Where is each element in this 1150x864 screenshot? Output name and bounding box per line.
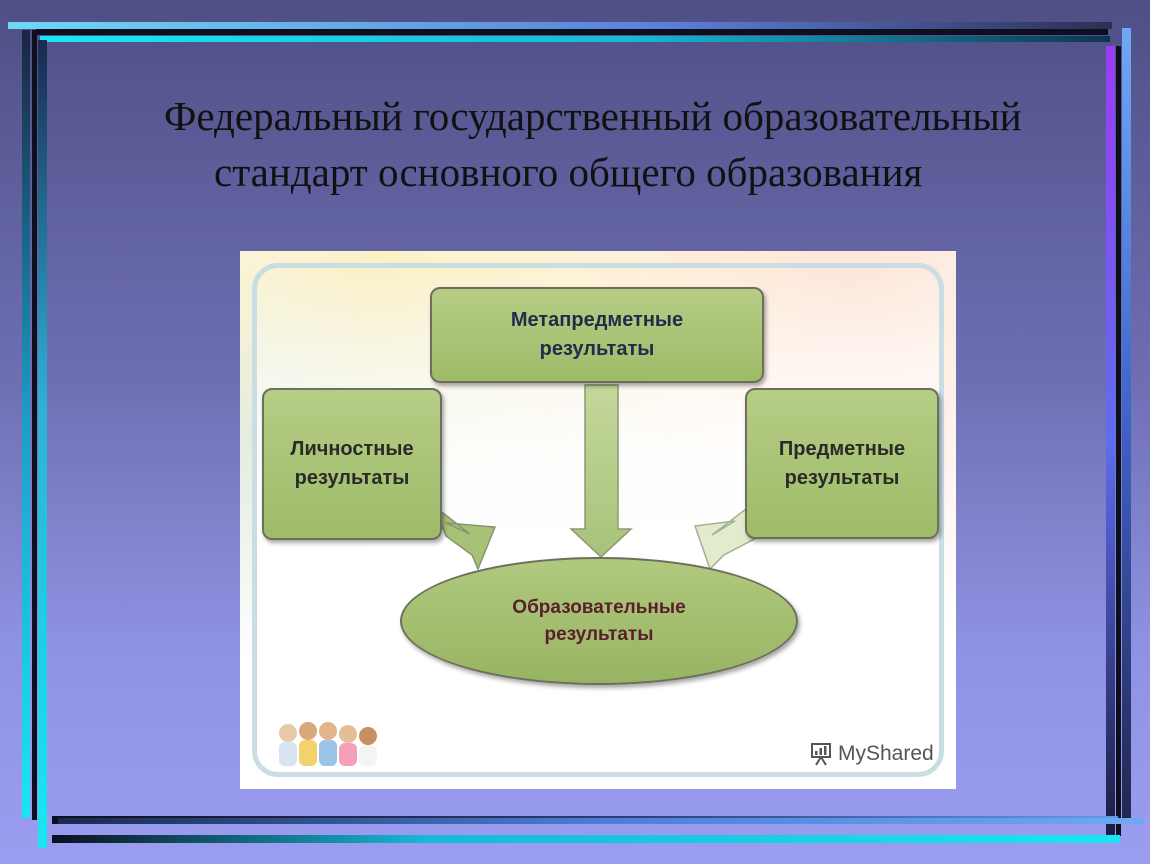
subject-results-label: Предметные результаты (778, 437, 906, 489)
child-2 (299, 722, 317, 766)
metasubject-results-box: Метапредметные результаты (430, 287, 764, 383)
frame-right-bar-dark (1116, 46, 1121, 836)
subject-results-box: Предметные результаты (745, 388, 939, 539)
child-1 (279, 724, 297, 766)
frame-top-bar-light (8, 22, 1112, 29)
arrow-meta-to-center (569, 384, 633, 559)
myshared-watermark: MyShared (810, 739, 934, 769)
diagram-panel: Метапредметные результаты Личностные рез… (240, 251, 956, 789)
presentation-board-icon (811, 743, 831, 766)
frame-left-bar-blue (38, 40, 47, 848)
slide-title-line-2: стандарт основного общего образования (214, 149, 923, 195)
frame-bottom-bar-blue (58, 818, 1144, 824)
children-photo (279, 722, 377, 766)
child-5 (359, 727, 377, 766)
frame-top-bar-cyan (40, 36, 1110, 42)
frame-left-bar-cyan (22, 30, 30, 818)
frame-top-bar-dark (36, 29, 1108, 35)
personal-results-box: Личностные результаты (262, 388, 442, 540)
educational-results-ellipse: Образовательные результаты (400, 557, 798, 685)
educational-results-label: Образовательные результаты (512, 597, 686, 645)
frame-left-bar-dark (32, 30, 37, 820)
diagram-arrows (432, 384, 764, 571)
slide-title-line-1: Федеральный государственный образователь… (164, 93, 1022, 139)
frame-right-bar-blue (1122, 28, 1131, 820)
arrow-personal-to-center (432, 503, 497, 571)
slide-title: Федеральный государственный образователь… (164, 88, 1124, 200)
child-3 (319, 722, 337, 766)
child-4 (339, 725, 357, 766)
myshared-brand-text: MyShared (838, 742, 934, 765)
frame-bottom-bar-cyan (52, 835, 1120, 843)
personal-results-label: Личностные результаты (290, 438, 414, 489)
frame-right-bar-purple (1106, 46, 1115, 836)
metasubject-results-label: Метапредметные результаты (510, 309, 684, 360)
